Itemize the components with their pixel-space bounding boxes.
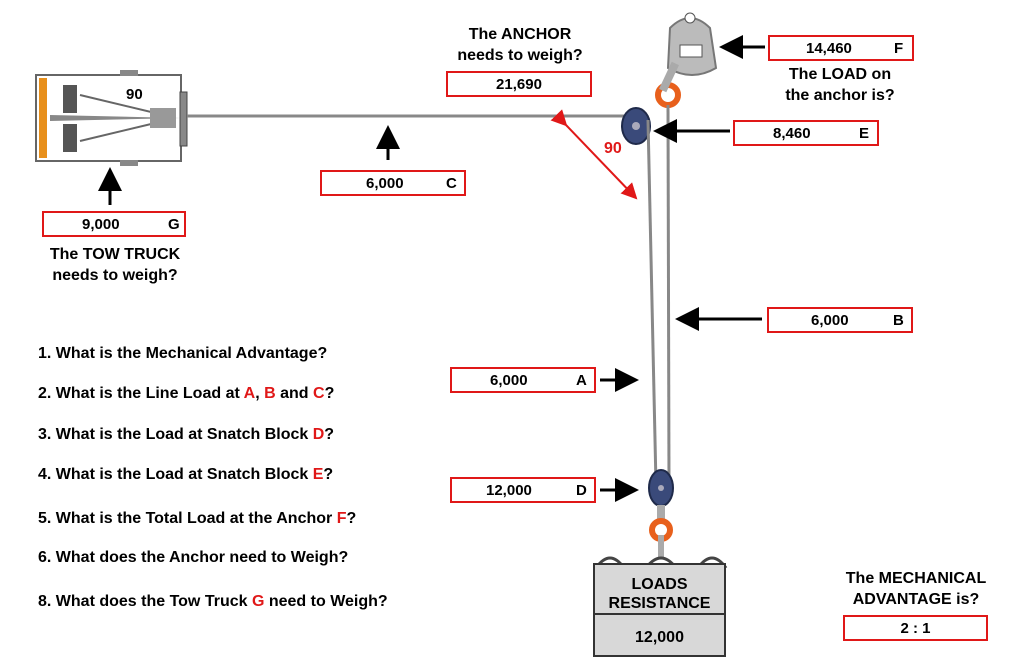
box-a-value: 6,000 (490, 372, 528, 389)
anchor-caption-line2: needs to weigh? (457, 47, 583, 64)
question-highlight-letter: A (243, 385, 256, 402)
ma-value: 2 : 1 (900, 620, 931, 637)
load-on-anchor-caption: The LOAD on the anchor is? (770, 64, 910, 106)
question-6: 6. What does the Anchor need to Weigh? (38, 549, 348, 567)
question-highlight-letter: C (313, 385, 325, 402)
box-f-letter: F (894, 40, 904, 57)
question-2: 2. What is the Line Load at A, B and C? (38, 385, 334, 403)
question-3: 3. What is the Load at Snatch Block D? (38, 426, 334, 444)
load-on-anchor-line2: the anchor is? (785, 87, 895, 104)
truck-angle-label: 90 (126, 86, 143, 103)
question-text: 5. What is the Total Load at the Anchor (38, 510, 337, 527)
rope-a (646, 119, 658, 486)
box-b: 6,000 B (767, 307, 913, 333)
box-e: 8,460 E (733, 120, 879, 146)
question-text: 2. What is the Line Load at (38, 385, 244, 402)
question-text-part: ? (324, 426, 335, 443)
load-block: LOADS RESISTANCE 12,000 (593, 563, 726, 657)
tow-truck (35, 70, 188, 166)
question-text-part: and (275, 385, 314, 402)
load-block-value: 12,000 (635, 629, 684, 646)
box-c-value: 6,000 (366, 175, 404, 192)
box-a-letter: A (576, 372, 587, 389)
ma-caption-line2: ADVANTAGE is? (852, 591, 980, 608)
box-c: 6,000 C (320, 170, 466, 196)
box-g-letter: G (168, 216, 180, 233)
question-text: 6. What does the Anchor need to Weigh? (38, 549, 349, 566)
box-e-value: 8,460 (773, 125, 811, 142)
load-block-title2: RESISTANCE (595, 594, 724, 615)
question-text-part: ? (324, 385, 335, 402)
question-text: 4. What is the Load at Snatch Block (38, 466, 313, 483)
tow-truck-caption: The TOW TRUCK needs to weigh? (30, 244, 200, 286)
anchor-caption-line1: The ANCHOR (468, 26, 572, 43)
box-f: 14,460 F (768, 35, 914, 61)
question-highlight-letter: G (251, 593, 265, 610)
box-c-letter: C (446, 175, 457, 192)
question-highlight-letter: E (312, 466, 324, 483)
question-highlight-letter: D (312, 426, 325, 443)
question-1: 1. What is the Mechanical Advantage? (38, 345, 327, 363)
box-b-letter: B (893, 312, 904, 329)
ma-box: 2 : 1 (843, 615, 988, 641)
box-f-value: 14,460 (806, 40, 852, 57)
box-d: 12,000 D (450, 477, 596, 503)
question-text: 3. What is the Load at Snatch Block (38, 426, 313, 443)
question-text-part: ? (346, 510, 357, 527)
question-highlight-letter: B (264, 385, 276, 402)
question-text: 8. What does the Tow Truck (38, 593, 252, 610)
question-7: 8. What does the Tow Truck G need to Wei… (38, 593, 388, 611)
pulley-angle-label: 90 (604, 140, 622, 157)
question-highlight-letter: F (336, 510, 347, 527)
angle-arrow (550, 109, 638, 200)
box-g: 9,000 G (42, 211, 186, 237)
truck-stripe (39, 78, 47, 158)
load-on-anchor-line1: The LOAD on (788, 66, 892, 83)
box-b-value: 6,000 (811, 312, 849, 329)
anchor-weight-value: 21,690 (496, 76, 542, 93)
question-text: 1. What is the Mechanical Advantage? (38, 345, 328, 362)
box-d-letter: D (576, 482, 587, 499)
tow-caption-line1: The TOW TRUCK (49, 246, 181, 263)
question-text-part: need to Weigh? (264, 593, 388, 610)
question-5: 5. What is the Total Load at the Anchor … (38, 510, 356, 528)
question-4: 4. What is the Load at Snatch Block E? (38, 466, 333, 484)
truck-wheel-front (63, 85, 77, 113)
anchor-plate (666, 12, 718, 76)
box-g-value: 9,000 (82, 216, 120, 233)
box-d-value: 12,000 (486, 482, 532, 499)
ma-caption-line1: The MECHANICAL (845, 570, 987, 587)
load-block-title1: LOADS (631, 576, 688, 593)
question-text-part: ? (323, 466, 334, 483)
snatch-block-e (621, 107, 651, 145)
anchor-caption: The ANCHOR needs to weigh? (440, 24, 600, 66)
ma-caption: The MECHANICAL ADVANTAGE is? (826, 568, 1006, 610)
anchor-weight-box: 21,690 (446, 71, 592, 97)
truck-wheel-rear (63, 124, 77, 152)
snatch-block-d (648, 469, 674, 557)
box-e-letter: E (859, 125, 870, 142)
box-a: 6,000 A (450, 367, 596, 393)
question-text-part: , (255, 385, 265, 402)
tow-caption-line2: needs to weigh? (52, 267, 178, 284)
rope-b (666, 104, 671, 486)
